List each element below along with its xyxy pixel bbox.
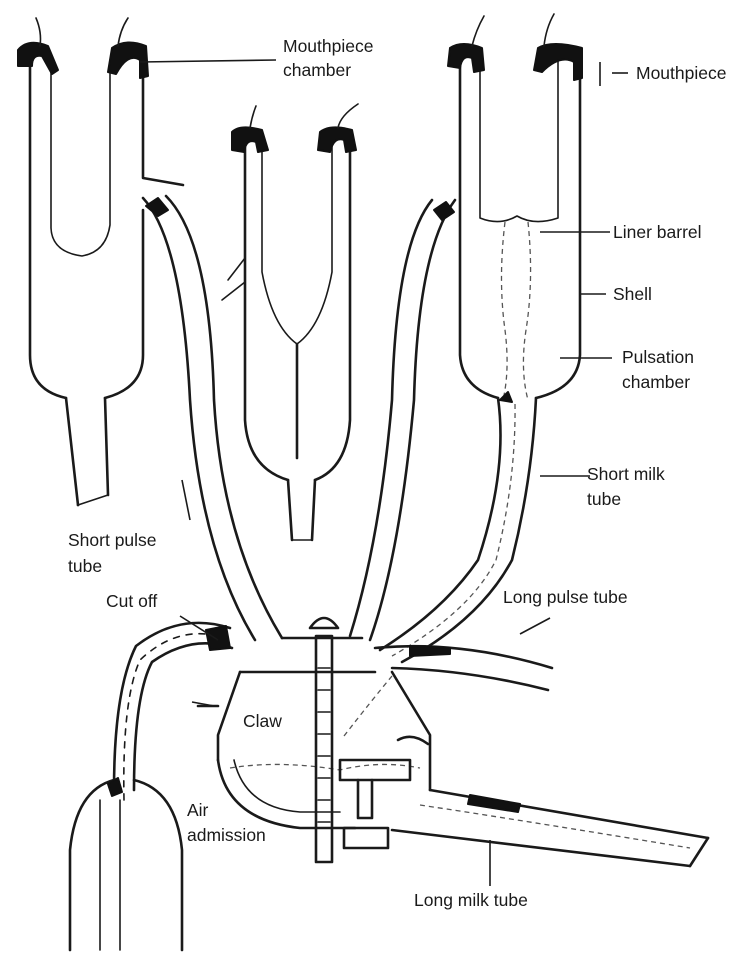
label-short-pulse-tube-line1: Short pulse (68, 530, 157, 550)
left-teatcup (18, 18, 183, 505)
label-mouthpiece-chamber-line2: chamber (283, 60, 351, 80)
label-shell: Shell (613, 284, 652, 304)
label-claw: Claw (243, 711, 282, 731)
label-liner-barrel: Liner barrel (613, 222, 702, 242)
middle-teatcup (222, 104, 358, 540)
long-milk-tube (392, 790, 708, 866)
long-pulse-tube (375, 646, 552, 690)
label-long-pulse-tube: Long pulse tube (503, 587, 628, 607)
label-pulsation-chamber-line1: Pulsation (622, 347, 694, 367)
right-teatcup (448, 14, 582, 400)
label-mouthpiece: Mouthpiece (636, 63, 726, 83)
label-short-milk-tube-line1: Short milk (587, 464, 665, 484)
milk-pail (70, 778, 182, 950)
label-mouthpiece-chamber-line1: Mouthpiece (283, 36, 373, 56)
label-cut-off: Cut off (106, 591, 157, 611)
cut-off-tube (114, 623, 232, 800)
label-air-admission-line2: admission (187, 825, 266, 845)
label-long-milk-tube: Long milk tube (414, 890, 528, 910)
label-short-pulse-tube-line2: tube (68, 556, 102, 576)
short-milk-tubes (78, 392, 536, 662)
label-short-milk-tube-line2: tube (587, 489, 621, 509)
label-air-admission-line1: Air (187, 800, 209, 820)
label-pulsation-chamber-line2: chamber (622, 372, 690, 392)
short-pulse-tubes (143, 196, 455, 640)
